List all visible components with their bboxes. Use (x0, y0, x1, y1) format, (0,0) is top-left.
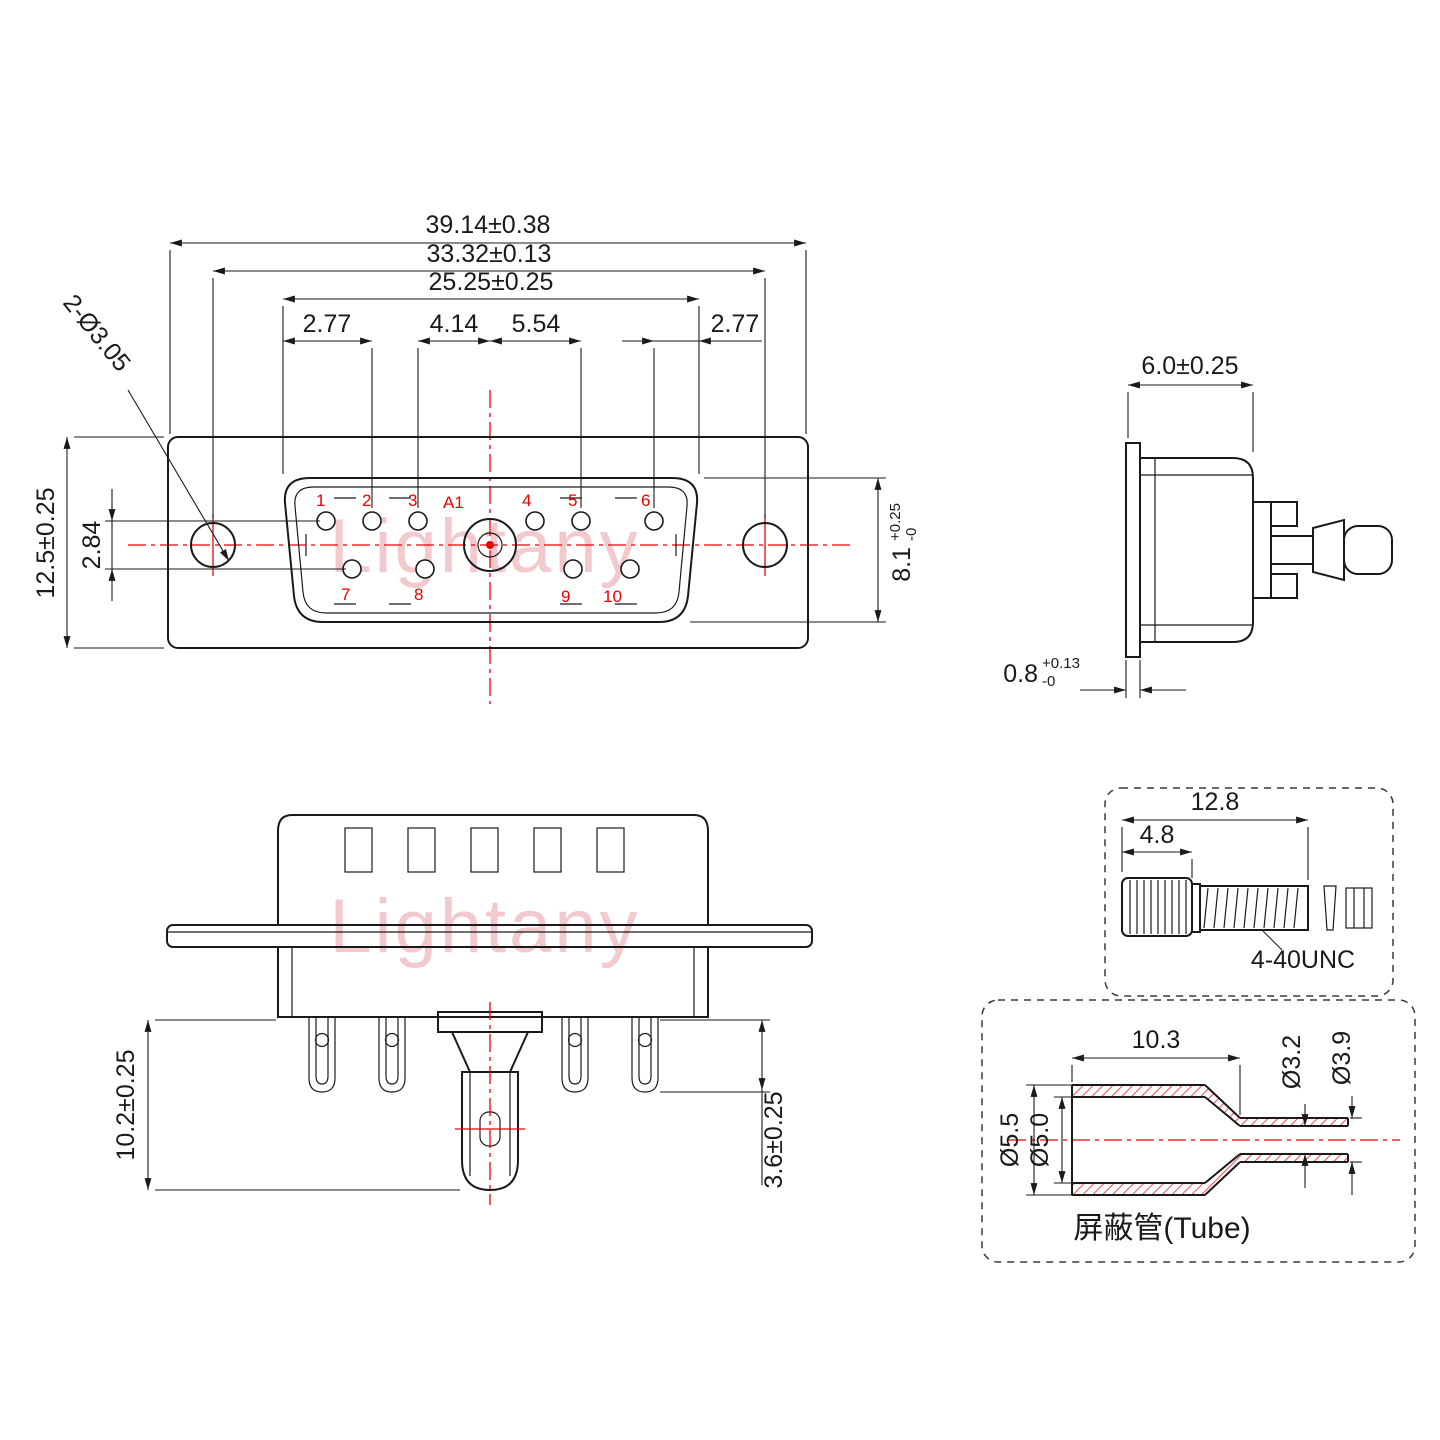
dim-mount-holes: 2-Ø3.05 (57, 289, 136, 377)
tube-dimensions: 10.3 Ø5.5 Ø5.0 Ø3.2 Ø3.9 (996, 1026, 1362, 1196)
tube-wall-hatch (1072, 1085, 1348, 1195)
pin-label-6: 6 (641, 491, 650, 510)
dim-screw-head: 4.8 (1140, 821, 1175, 849)
dshell-outer (283, 477, 699, 623)
pin-label-7: 7 (341, 585, 350, 604)
dim-shell-depth: 6.0±0.25 (1141, 352, 1238, 380)
flange-outline (167, 436, 809, 649)
dim-flange-height: 12.5±0.25 (32, 487, 60, 598)
side-bracket-and-contact (1252, 501, 1393, 599)
tube-label: 屏蔽管(Tube) (1073, 1212, 1250, 1245)
side-view: 6.0±0.25 0.8 +0.13 -0 (1003, 352, 1393, 698)
screw-detail-box: 12.8 4.8 4-40UNC (1104, 787, 1394, 997)
dshell-inner (294, 486, 688, 614)
dim-shell-height-group: 8.1 +0.25 -0 (887, 503, 920, 582)
pin-label-a1: A1 (443, 493, 464, 512)
side-dimensions: 6.0±0.25 0.8 +0.13 -0 (1003, 352, 1254, 698)
dim-screw-total: 12.8 (1191, 788, 1240, 816)
coax-contact-a1 (463, 518, 517, 572)
pin-label-8: 8 (414, 585, 423, 604)
rear-shell-slots (344, 827, 625, 873)
screw-drawing (1121, 877, 1373, 937)
dim-row-spacing: 2.84 (78, 521, 106, 570)
solder-cups (308, 1017, 659, 1093)
rear-centerlines (455, 1002, 525, 1205)
pin-label-1: 1 (316, 491, 325, 510)
dim-tube-small-inner-dia: Ø3.2 (1278, 1035, 1306, 1089)
dim-flange-thickness: 0.8 (1003, 660, 1038, 688)
pin-label-3: 3 (408, 491, 417, 510)
dim-tube-length: 10.3 (1132, 1026, 1181, 1054)
dim-pitch-mid-left: 4.14 (430, 310, 479, 338)
front-view: 1 2 3 A1 4 5 6 7 8 9 10 39.14±0.38 33.32… (32, 211, 920, 704)
rear-lower-body-walls (291, 947, 695, 1017)
rear-dimensions: 10.2±0.25 3.6±0.25 (112, 1019, 788, 1191)
watermark-text-bottom: Lightany (329, 884, 640, 969)
pin-label-5: 5 (568, 491, 577, 510)
side-body-internal-lines (1140, 458, 1253, 642)
tube-detail-box: 10.3 Ø5.5 Ø5.0 Ø3.2 Ø3.9 屏蔽管(Tube) (981, 999, 1416, 1263)
thread-spec-label: 4-40UNC (1251, 946, 1355, 974)
knurl-lines (1129, 880, 1187, 934)
mounting-holes (190, 522, 788, 568)
dim-insulator-depth: 10.2±0.25 (112, 1049, 140, 1160)
side-flange (1125, 442, 1141, 658)
dim-pitch-mid-right: 5.54 (512, 310, 561, 338)
dim-shell-height-tol-dn: -0 (903, 528, 920, 541)
pin-label-2: 2 (362, 491, 371, 510)
tube-outline (1071, 1084, 1349, 1196)
pin-label-4: 4 (522, 491, 531, 510)
dim-pitch-left: 2.77 (303, 310, 352, 338)
dim-tail-length: 3.6±0.25 (760, 1091, 788, 1188)
dim-tube-outer-dia: Ø5.5 (996, 1113, 1024, 1167)
dim-shell-height: 8.1 (888, 547, 916, 582)
dim-tube-inner-dia: Ø5.0 (1026, 1113, 1054, 1167)
dim-flange-tol-up: +0.13 (1042, 655, 1080, 672)
screw-dimensions: 12.8 4.8 4-40UNC (1121, 788, 1355, 974)
thread-lines (1203, 887, 1299, 929)
signal-pins (316, 511, 664, 579)
dim-shell-width: 25.25±0.25 (429, 268, 554, 296)
coax-crimp-contact (437, 1011, 543, 1192)
side-body (1139, 457, 1254, 643)
dim-tube-small-outer-dia: Ø3.9 (1328, 1031, 1356, 1085)
pin-number-labels: 1 2 3 A1 4 5 6 7 8 9 10 (316, 491, 650, 606)
dim-flange-tol-dn: -0 (1042, 673, 1055, 690)
dim-mount-width: 33.32±0.13 (427, 240, 552, 268)
rear-lower-body (277, 946, 709, 1018)
pin-label-9: 9 (561, 587, 570, 606)
dim-overall-width: 39.14±0.38 (426, 211, 551, 239)
dim-shell-height-tol-up: +0.25 (887, 503, 904, 541)
dim-pitch-right: 2.77 (711, 310, 760, 338)
rear-view: 10.2±0.25 3.6±0.25 (112, 814, 813, 1205)
pin-label-10: 10 (603, 587, 622, 606)
shell-ticks (305, 497, 677, 605)
